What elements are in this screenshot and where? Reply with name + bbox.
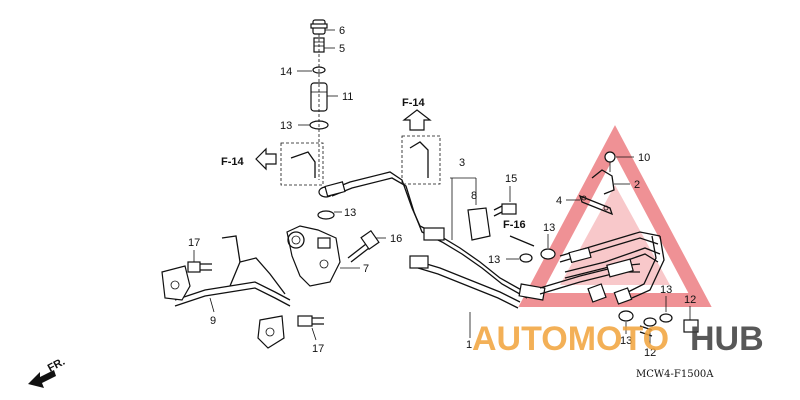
ref-f14-top: F-14 bbox=[402, 97, 426, 109]
bolt-upper-left bbox=[187, 250, 212, 273]
callout-12-b: 12 bbox=[644, 347, 656, 359]
callout-14: 14 bbox=[280, 66, 292, 78]
washer-c bbox=[540, 248, 556, 260]
bolt-lower bbox=[297, 315, 324, 341]
arrow-left-icon bbox=[255, 147, 277, 171]
hose-clamp bbox=[578, 151, 616, 216]
callout-2: 2 bbox=[634, 179, 640, 191]
callout-1: 1 bbox=[466, 339, 472, 351]
callout-13-b: 13 bbox=[344, 207, 356, 219]
watermark-hub: HUB bbox=[690, 320, 764, 358]
callout-8: 8 bbox=[471, 190, 477, 202]
bolt bbox=[347, 229, 386, 263]
watermark-triangle-icon bbox=[518, 125, 712, 307]
union-bolts bbox=[618, 296, 699, 344]
ref-f16: F-16 bbox=[503, 219, 526, 231]
callout-15: 15 bbox=[505, 173, 517, 185]
pipe-bracket-lower bbox=[257, 315, 285, 349]
callout-13-a: 13 bbox=[280, 120, 292, 132]
brake-hose-main bbox=[324, 171, 546, 309]
watermark-auto: AUTOMOTO bbox=[472, 320, 669, 358]
callout-7: 7 bbox=[363, 263, 369, 275]
arrow-up-icon bbox=[402, 109, 432, 131]
hose-bracket bbox=[450, 177, 491, 241]
washer-d bbox=[519, 253, 533, 263]
callout-6: 6 bbox=[339, 25, 345, 37]
ref-f14-left: F-14 bbox=[221, 156, 245, 168]
washer bbox=[317, 210, 335, 220]
diagram-code: MCW4-F1500A bbox=[636, 369, 714, 380]
callout-17-a: 17 bbox=[188, 237, 200, 249]
callout-4: 4 bbox=[556, 195, 562, 207]
callout-16-a: 16 bbox=[390, 233, 402, 245]
callout-13-c: 13 bbox=[543, 222, 555, 234]
bolt-15 bbox=[493, 186, 517, 217]
callout-13-f: 13 bbox=[620, 335, 632, 347]
callout-13-d: 13 bbox=[488, 254, 500, 266]
ref-fr: FR. bbox=[46, 356, 67, 375]
callout-5: 5 bbox=[339, 43, 345, 55]
pipe-bracket-left bbox=[161, 265, 191, 301]
callout-17-b: 17 bbox=[312, 343, 324, 355]
f14-left-inset bbox=[255, 142, 324, 186]
callout-10: 10 bbox=[638, 152, 650, 164]
arrow-f16 bbox=[509, 235, 535, 247]
front-arrow-icon bbox=[28, 370, 56, 388]
callout-13-e: 13 bbox=[660, 284, 672, 296]
proportioning-valve bbox=[286, 225, 360, 287]
f14-top-inset bbox=[401, 109, 441, 185]
callout-9: 9 bbox=[210, 315, 216, 327]
callout-3: 3 bbox=[459, 157, 465, 169]
brake-hose-right bbox=[539, 231, 665, 305]
callout-11: 11 bbox=[342, 91, 353, 103]
brake-pipe-left bbox=[161, 235, 291, 349]
callout-12-a: 12 bbox=[684, 294, 696, 306]
bleeder-fitting-group bbox=[309, 19, 329, 180]
